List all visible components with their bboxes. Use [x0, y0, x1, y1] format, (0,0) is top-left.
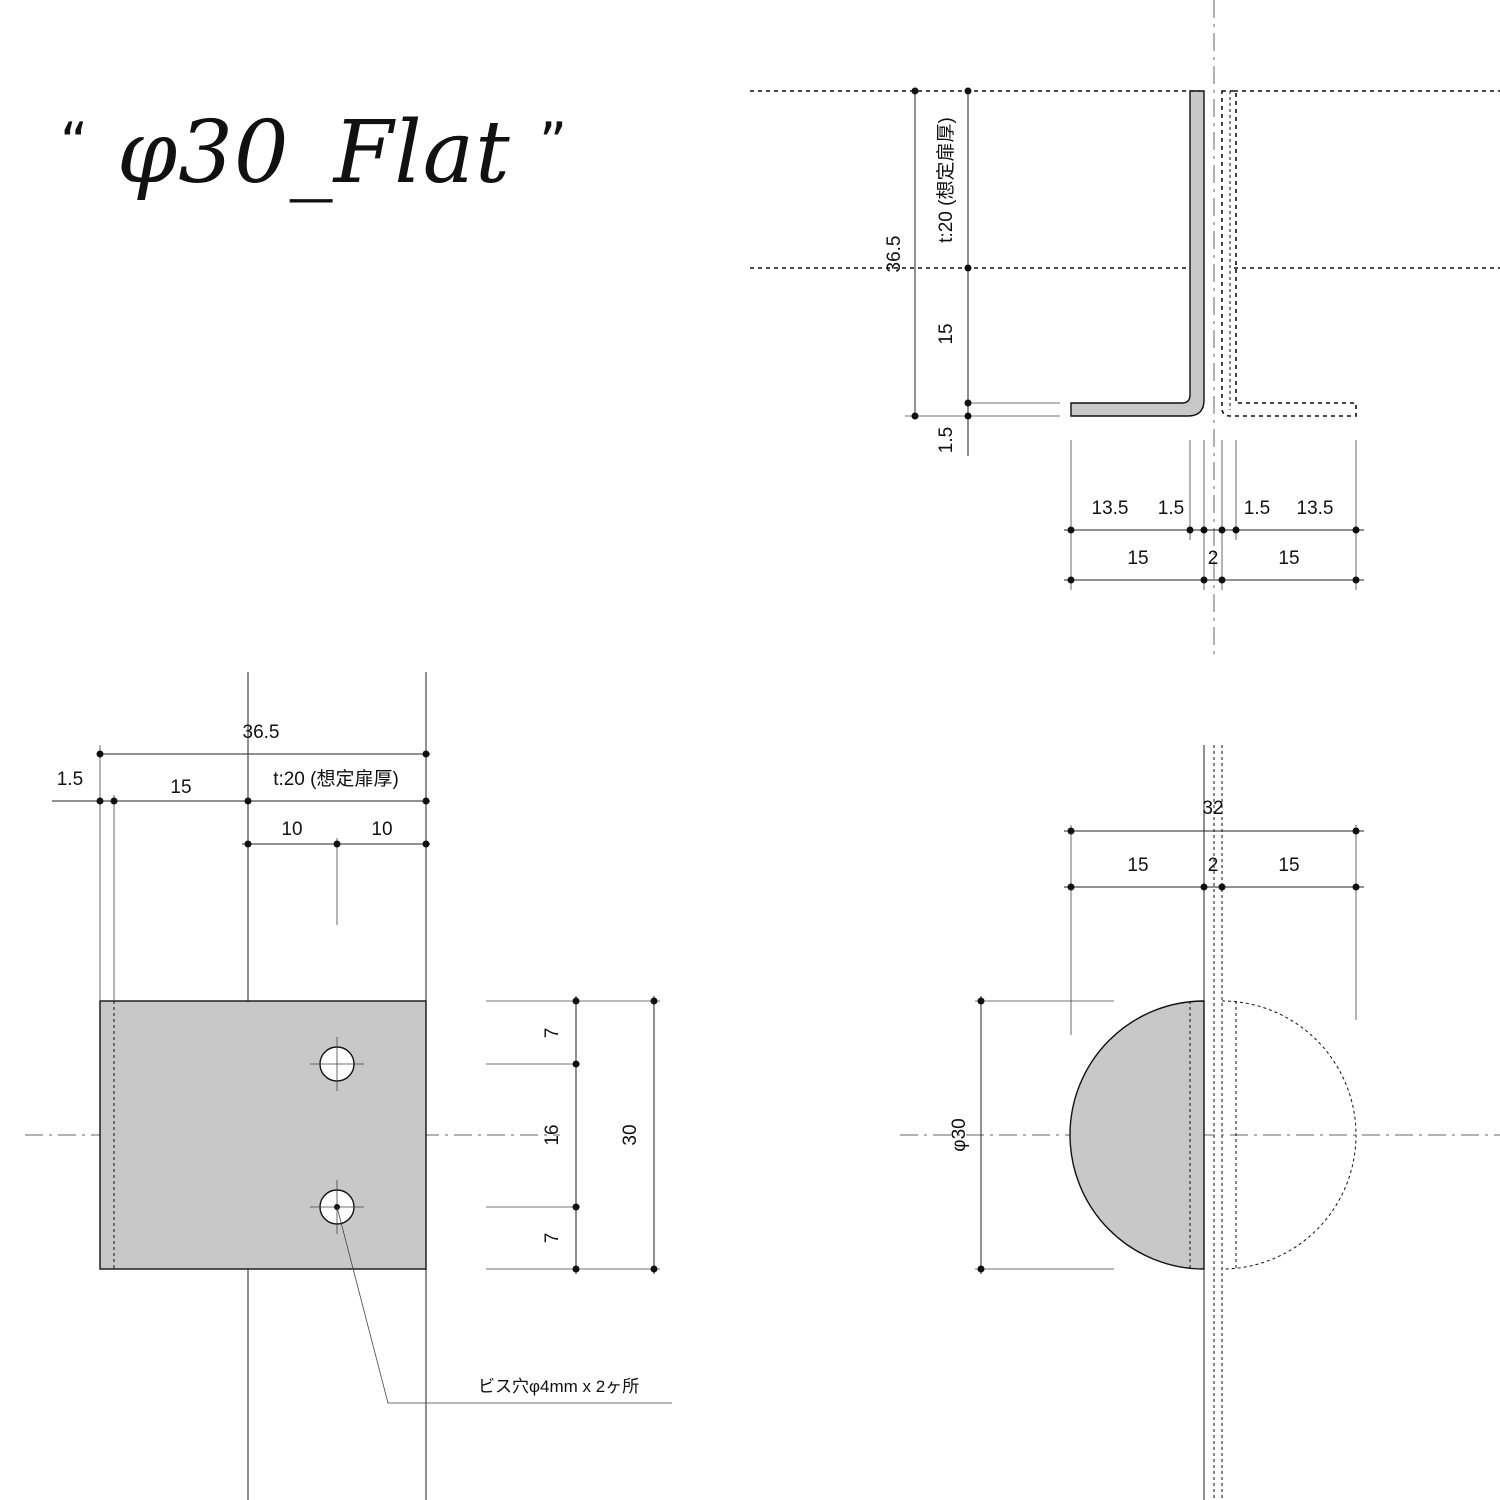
dim-door-label: t:20 (想定扉厚) — [273, 768, 399, 790]
dim-thick-right-label: 1.5 — [1244, 498, 1270, 519]
dim-dot — [977, 1265, 985, 1273]
dim-dot — [244, 840, 252, 848]
screw-hole-note: ビス穴φ4mm x 2ヶ所 — [478, 1377, 639, 1396]
side-view: 32 15 2 15 φ30 — [900, 745, 1500, 1500]
l-angle-profile — [1070, 90, 1205, 417]
dim-dot — [422, 840, 430, 848]
dim-dot — [422, 750, 430, 758]
dim-total-label: 36.5 — [243, 722, 280, 743]
dim-dot — [1200, 526, 1208, 534]
dim-dot — [333, 840, 341, 848]
title-text: φ30_Flat — [116, 103, 511, 203]
dim-dot — [1352, 883, 1360, 891]
dim-height-label: 30 — [620, 1124, 641, 1145]
dim-dot — [96, 797, 104, 805]
dim-dot — [572, 997, 580, 1005]
dim-dot — [964, 264, 972, 272]
dim-dot — [1232, 526, 1240, 534]
dim-dot — [911, 412, 919, 420]
dim-left-label: 15 — [1127, 855, 1148, 876]
dim-dot — [1352, 827, 1360, 835]
dim-dot — [244, 797, 252, 805]
title-open-quote: “ — [60, 111, 89, 174]
l-angle-profile-mirror — [1221, 90, 1357, 417]
dim-leg-height-label: 15 — [936, 323, 957, 344]
dim-dot — [572, 1265, 580, 1273]
product-title: “φ30_Flat ” — [60, 110, 568, 196]
dim-leg-label: 15 — [170, 777, 191, 798]
dim-dot — [110, 797, 118, 805]
dim-dot — [422, 797, 430, 805]
dim-dot — [1067, 576, 1075, 584]
screw-hole-leader — [336, 1206, 672, 1404]
dim-total-height-label: 36.5 — [884, 236, 905, 273]
dim-dot — [1186, 526, 1194, 534]
dim-half-right-label: 10 — [371, 819, 392, 840]
dim-gap-label: 2 — [1208, 855, 1219, 876]
dim-overall-label: 32 — [1202, 798, 1223, 819]
dim-diameter-label: φ30 — [949, 1118, 970, 1151]
dim-dot — [1352, 576, 1360, 584]
dim-dot — [911, 87, 919, 95]
dim-dot — [1200, 883, 1208, 891]
dim-dot — [1067, 526, 1075, 534]
dim-thick-left-label: 1.5 — [1158, 498, 1184, 519]
dim-gap-label: 2 — [1208, 548, 1219, 569]
dim-width-right-label: 15 — [1278, 548, 1299, 569]
dim-dot — [1218, 883, 1226, 891]
title-close-quote: ” — [538, 111, 568, 174]
dim-leg-right-label: 13.5 — [1297, 498, 1334, 519]
dim-dot — [1067, 827, 1075, 835]
dim-half-left-label: 10 — [281, 819, 302, 840]
dim-hole-bottom-label: 7 — [542, 1233, 563, 1244]
dim-hole-pitch-label: 16 — [542, 1124, 563, 1145]
half-round-mirror — [1221, 1000, 1357, 1270]
dim-dot — [1067, 883, 1075, 891]
dim-plate-thickness-label: 1.5 — [936, 427, 957, 453]
dim-hole-top-label: 7 — [542, 1028, 563, 1039]
dim-leg-left-label: 13.5 — [1092, 498, 1129, 519]
dim-dot — [1218, 526, 1226, 534]
dim-dot — [572, 1060, 580, 1068]
dim-dot — [1218, 576, 1226, 584]
dim-door-thickness-label: t:20 (想定扉厚) — [935, 117, 957, 243]
dim-dot — [964, 87, 972, 95]
half-round-plate — [1069, 1000, 1205, 1270]
dim-width-left-label: 15 — [1127, 548, 1148, 569]
dim-dot — [650, 1265, 658, 1273]
dim-dot — [572, 1203, 580, 1211]
dim-dot — [977, 997, 985, 1005]
dim-dot — [1200, 576, 1208, 584]
dim-dot — [96, 750, 104, 758]
dim-right-label: 15 — [1278, 855, 1299, 876]
front-view: ビス穴φ4mm x 2ヶ所 36.5 1.5 15 t:20 (想定扉厚) 10… — [25, 672, 672, 1500]
top-view: 36.5 t:20 (想定扉厚) 15 1.5 13.5 1.5 — [750, 0, 1500, 660]
plate-body — [99, 1000, 427, 1270]
dim-dot — [964, 412, 972, 420]
dim-thickness-label: 1.5 — [57, 769, 83, 790]
dim-dot — [650, 997, 658, 1005]
dim-dot — [1352, 526, 1360, 534]
dim-dot — [964, 399, 972, 407]
